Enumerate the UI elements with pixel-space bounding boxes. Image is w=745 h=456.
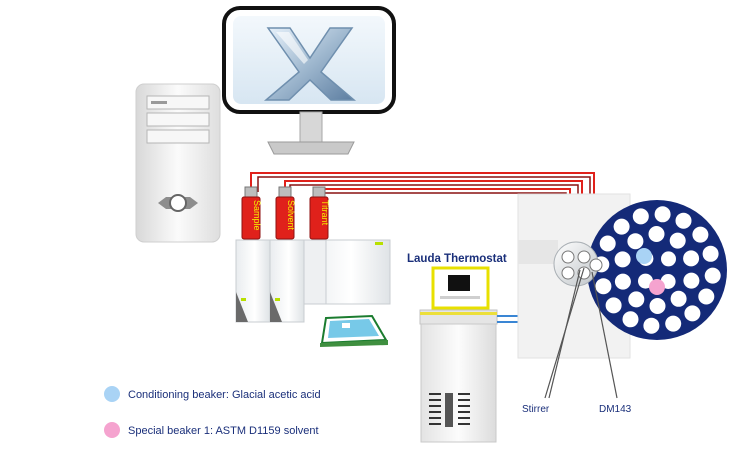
beaker-position (613, 218, 630, 235)
beaker-position (643, 317, 660, 334)
beaker-position (665, 315, 682, 332)
conditioning-beaker (636, 248, 652, 264)
burette-sample: Sample (241, 186, 262, 240)
legend-text-conditioning: Conditioning beaker: Glacial acetic acid (128, 389, 321, 401)
beaker-position (648, 226, 665, 242)
special-beaker-1 (649, 279, 665, 295)
beaker-position (683, 250, 700, 267)
legend-item-special: Special beaker 1: ASTM D1159 solvent (104, 422, 319, 438)
beaker-position (669, 232, 686, 249)
beaker-position (632, 208, 649, 225)
beaker-position (683, 272, 700, 289)
stirrer-label: Stirrer (522, 404, 550, 415)
beaker-position (599, 235, 616, 252)
pc-tower-icon (135, 83, 221, 243)
burette-label-sample: Sample (252, 200, 262, 231)
beaker-position (627, 233, 644, 250)
beaker-position (638, 273, 653, 289)
touch-control-icon (320, 314, 388, 347)
legend-dot-pink (104, 422, 120, 438)
legend-item-conditioning: Conditioning beaker: Glacial acetic acid (104, 386, 321, 402)
leader-lines (544, 267, 618, 399)
beaker-position (654, 206, 671, 223)
beaker-positions (593, 206, 721, 334)
dosing-units (235, 239, 391, 323)
beaker-position (704, 267, 721, 284)
burette-solvent: Solvent (275, 186, 296, 240)
beaker-position (661, 251, 676, 267)
beaker-position (595, 278, 612, 295)
thermostat-vent (429, 393, 470, 427)
beaker-position (702, 245, 719, 262)
burette-label-solvent: Solvent (286, 200, 296, 231)
beaker-position (698, 288, 715, 305)
beaker-position (614, 273, 631, 290)
beaker-position (605, 297, 622, 314)
lauda-thermostat: Lauda Thermostat (407, 253, 507, 443)
beaker-position (628, 291, 645, 308)
changer-disc (587, 200, 727, 340)
burette-label-titrant: Titrant (320, 200, 330, 226)
legend-dot-blue (104, 386, 120, 402)
x-logo (263, 27, 357, 101)
thermostat-label: Lauda Thermostat (407, 253, 507, 265)
sample-changer (517, 193, 727, 359)
beaker-position (684, 305, 701, 322)
beaker-position (670, 290, 687, 307)
sensor-label: DM143 (599, 404, 632, 415)
burette-titrant: Titrant (309, 186, 330, 240)
beaker-position (692, 226, 709, 243)
beaker-position (649, 298, 666, 314)
beaker-position (622, 311, 639, 328)
monitor (222, 6, 396, 155)
legend: Conditioning beaker: Glacial acetic acid… (104, 386, 321, 438)
legend-text-special: Special beaker 1: ASTM D1159 solvent (128, 425, 319, 437)
beaker-position (614, 251, 631, 268)
beaker-position (675, 212, 692, 229)
